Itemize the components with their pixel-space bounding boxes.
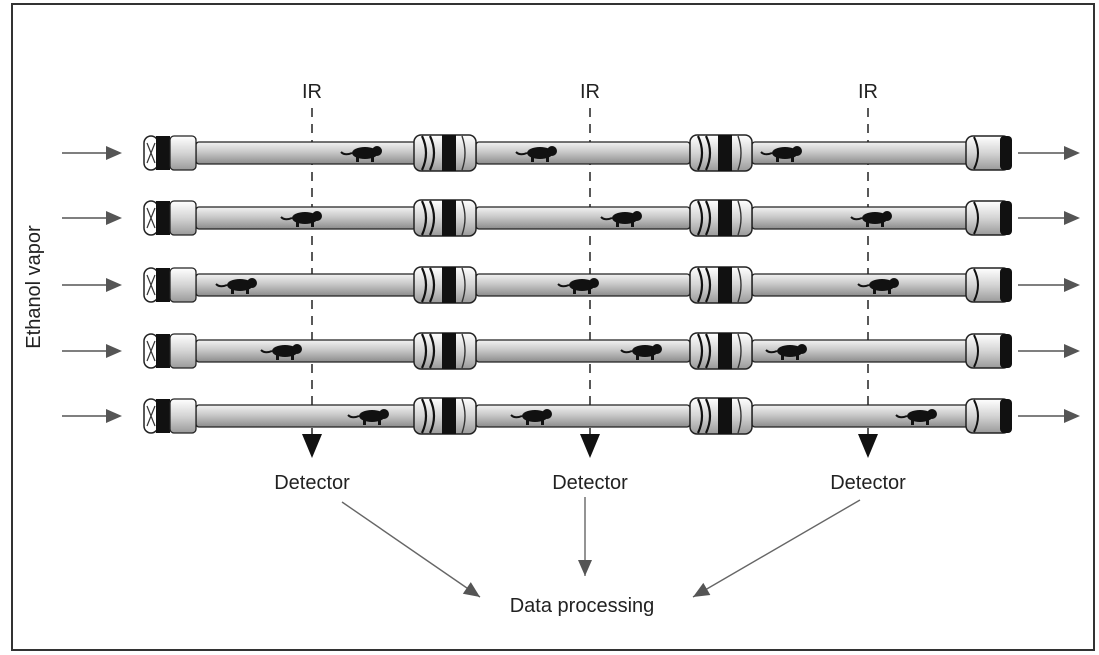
tube-joint-band-1 [442,200,456,236]
rodent-icon [857,278,899,294]
tube-outlet-band [1000,136,1012,170]
tube-inlet-body [169,200,197,236]
detector-3-to-processing-arrow-line [692,499,861,598]
rodent-icon [215,278,257,294]
tube-row-4 [62,332,1080,370]
tube-inlet-band [156,399,170,433]
tube-joint-band-1 [442,135,456,171]
detector-1-to-processing-arrow-line [341,501,481,598]
tube-joint-band-2 [718,398,732,434]
tube-segment-1 [195,339,417,363]
tube-inlet-band [156,201,170,235]
tube-segment-2 [475,141,691,165]
rodent-icon [557,278,599,294]
detector-arrow-2 [580,434,600,458]
detector-label-3: Detector [830,472,906,494]
diagram-frame [11,3,1095,651]
rodent-icon [765,344,807,360]
tube-outlet-band [1000,399,1012,433]
tube-inlet-band [156,334,170,368]
tube-inlet-band [156,136,170,170]
detector-arrow-1 [302,434,322,458]
ir-label-3: IR [858,81,878,103]
tube-segment-2 [475,206,691,230]
rodent-icon [340,146,382,162]
rodent-icon [620,344,662,360]
tube-segment-2 [475,404,691,428]
tube-inlet-body [169,398,197,434]
tube-row-2 [62,199,1080,237]
tube-row-1 [62,134,1080,172]
tube-joint-band-1 [442,398,456,434]
tube-inlet-body [169,135,197,171]
detector-label-2: Detector [552,472,628,494]
tube-outlet-band [1000,201,1012,235]
outlet-arrow-head [1064,278,1080,292]
ethanol-vapor-label: Ethanol vapor [23,225,45,349]
outlet-arrow-head [1064,146,1080,160]
ir-label-1: IR [302,81,322,103]
inlet-arrow-head [106,211,122,225]
rodent-icon [760,146,802,162]
tube-outlet-band [1000,334,1012,368]
detector-2-to-processing-arrow-head [578,560,592,576]
outlet-arrow-head [1064,344,1080,358]
tube-rows [62,134,1080,435]
rodent-icon [510,409,552,425]
inlet-arrow-head [106,344,122,358]
tube-inlet-cross [146,274,156,296]
tube-inlet-cross [146,207,156,229]
tube-row-5 [62,397,1080,435]
detector-1-to-processing-arrow-head [462,582,480,597]
tube-inlet-cross [146,142,156,164]
tube-inlet-body [169,267,197,303]
tube-row-3 [62,266,1080,304]
tube-joint-band-2 [718,200,732,236]
rodent-icon [600,211,642,227]
tube-joint-band-2 [718,267,732,303]
tube-joint-band-2 [718,135,732,171]
tube-joint-band-2 [718,333,732,369]
inlet-arrow-head [106,278,122,292]
tube-joint-band-1 [442,267,456,303]
rodent-icon [515,146,557,162]
detector-label-1: Detector [274,472,350,494]
outlet-arrow-head [1064,211,1080,225]
outlet-arrow-head [1064,409,1080,423]
rodent-icon [895,409,937,425]
tube-inlet-body [169,333,197,369]
detector-arrow-3 [858,434,878,458]
rodent-icon [280,211,322,227]
rodent-icon [347,409,389,425]
tube-inlet-cross [146,340,156,362]
detector-3-to-processing-arrow-head [693,582,711,597]
tube-outlet-band [1000,268,1012,302]
ir-label-2: IR [580,81,600,103]
data-processing-label: Data processing [510,595,655,617]
tube-inlet-band [156,268,170,302]
tube-joint-band-1 [442,333,456,369]
tube-inlet-cross [146,405,156,427]
inlet-arrow-head [106,409,122,423]
rodent-icon [260,344,302,360]
tube-segment-1 [195,141,417,165]
inlet-arrow-head [106,146,122,160]
rodent-icon [850,211,892,227]
